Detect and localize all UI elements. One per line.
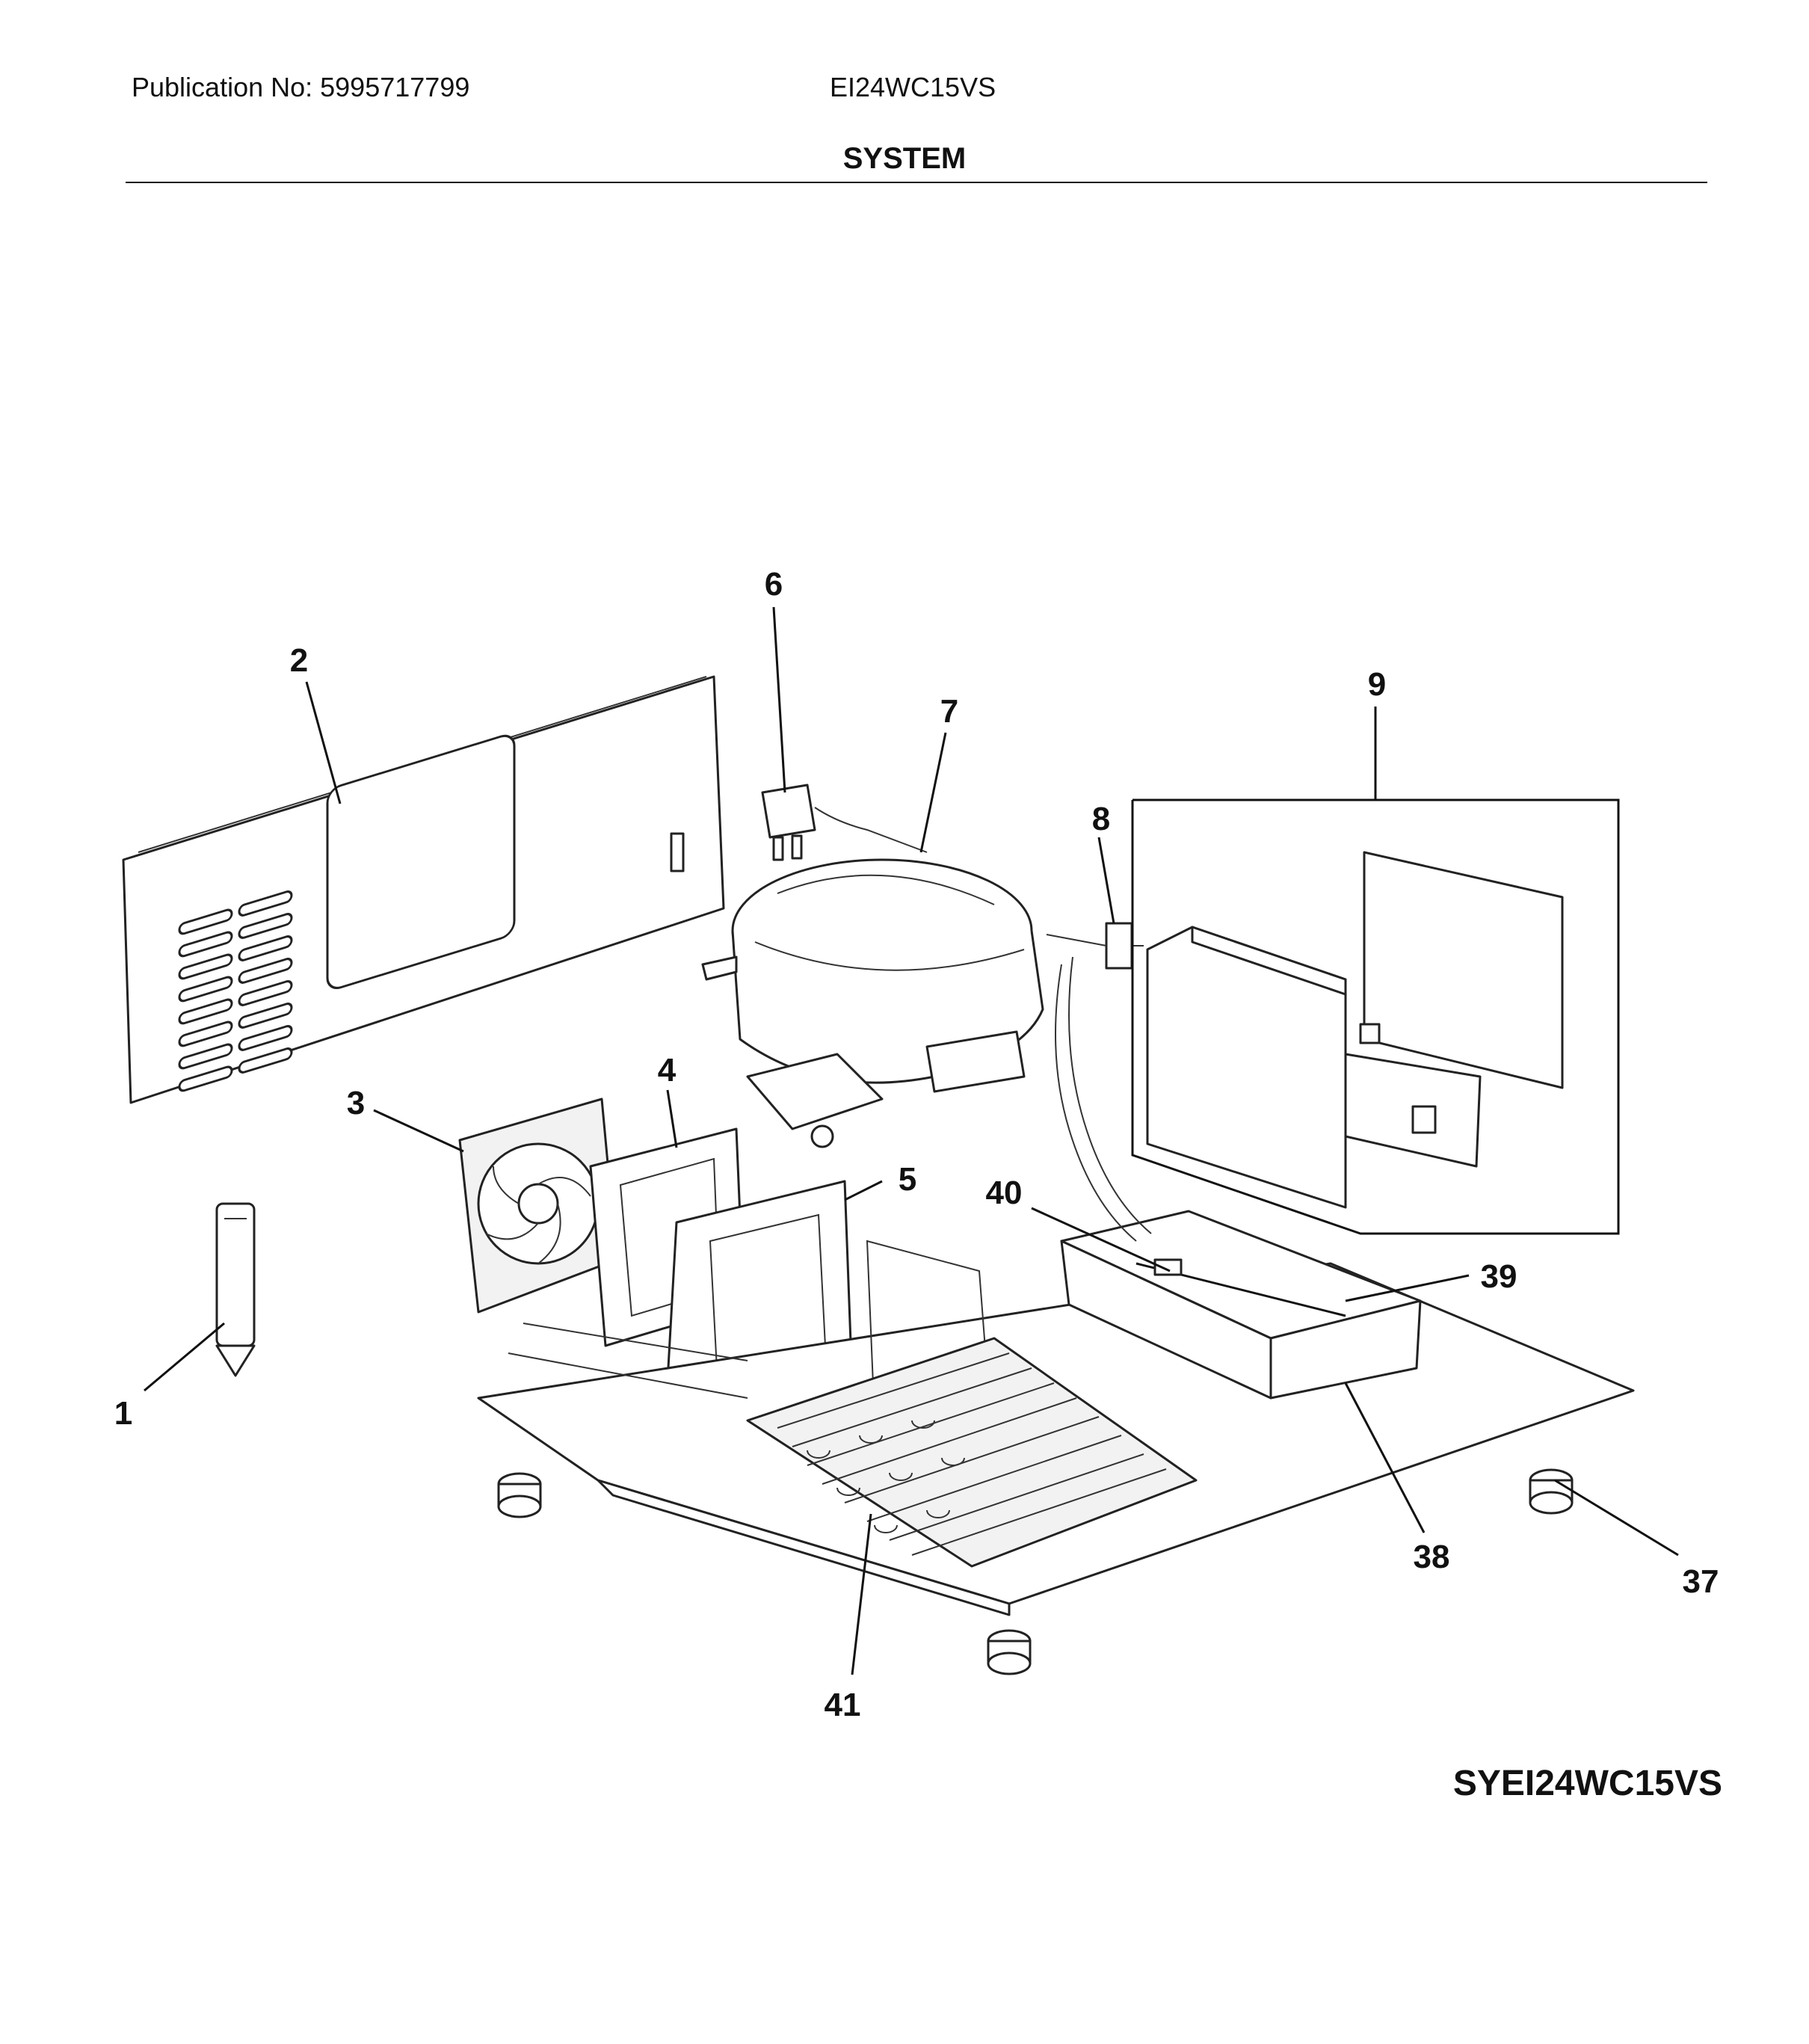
part-compressor xyxy=(701,858,1044,1148)
callout-4: 4 xyxy=(658,1052,677,1089)
part-relay xyxy=(761,784,928,861)
callout-1: 1 xyxy=(114,1395,132,1432)
callout-7: 7 xyxy=(940,693,958,730)
part-rod xyxy=(215,1202,256,1377)
callout-2: 2 xyxy=(290,642,308,679)
callout-labels: 1 2 3 4 5 6 7 8 9 37 38 39 40 41 xyxy=(114,566,1719,1723)
callout-39: 39 xyxy=(1481,1258,1517,1295)
callout-9: 9 xyxy=(1368,666,1386,703)
model-number: EI24WC15VS xyxy=(830,72,996,102)
callout-37: 37 xyxy=(1683,1563,1719,1600)
part-condenser-coil xyxy=(746,1337,1198,1568)
part-fan xyxy=(458,1098,618,1314)
section-title: SYSTEM xyxy=(842,142,967,175)
part-rear-panel xyxy=(122,675,725,1104)
diagram-code: SYEI24WC15VS xyxy=(1452,1764,1722,1803)
part-tube-assembly xyxy=(1055,956,1346,1317)
part-leveling-feet xyxy=(497,1468,1574,1675)
callout-6: 6 xyxy=(765,566,783,603)
part-control-box xyxy=(1131,798,1620,1235)
part-drain-tray xyxy=(1060,1210,1422,1400)
callout-40: 40 xyxy=(986,1175,1023,1211)
callout-38: 38 xyxy=(1414,1539,1450,1575)
publication-number: Publication No: 5995717799 xyxy=(132,72,470,102)
leader-lines xyxy=(144,606,1679,1675)
callout-5: 5 xyxy=(899,1161,916,1198)
header-rule xyxy=(126,182,1707,183)
callout-8: 8 xyxy=(1092,801,1110,837)
callout-41: 41 xyxy=(825,1687,861,1723)
callout-3: 3 xyxy=(347,1085,365,1121)
part-connector xyxy=(1046,922,1144,970)
